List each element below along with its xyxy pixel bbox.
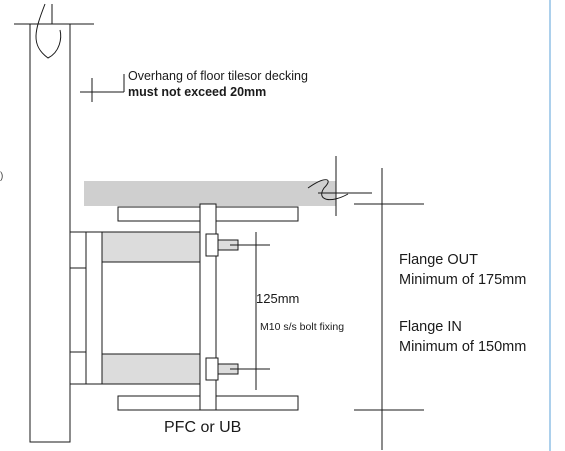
overhang-limit-note: must not exceed 20mm xyxy=(128,85,267,99)
post-break-mark xyxy=(35,3,62,59)
flange-in-minimum: Minimum of 150mm xyxy=(399,339,527,355)
packer-outer xyxy=(69,231,87,385)
lower-bolt-nut xyxy=(205,357,219,381)
bolt-spacing-label: 125mm xyxy=(256,291,300,306)
bolt-fixing-label: M10 s/s bolt fixing xyxy=(260,321,345,333)
upper-bolt-nut xyxy=(205,233,219,257)
lower-spacer-block xyxy=(101,353,201,385)
vertical-post xyxy=(29,23,71,443)
flange-out-title: Flange OUT xyxy=(399,252,478,268)
upper-spacer-block xyxy=(101,231,201,263)
top-flange-left xyxy=(117,206,201,222)
overhang-note: Overhang of floor tilesor decking xyxy=(128,69,308,83)
bottom-flange-right xyxy=(215,395,299,411)
flange-out-minimum: Minimum of 175mm xyxy=(399,272,527,288)
top-flange-right xyxy=(215,206,299,222)
section-label: PFC or UB xyxy=(164,419,242,436)
bottom-flange-left xyxy=(117,395,201,411)
flange-in-title: Flange IN xyxy=(399,319,462,335)
packer-inner xyxy=(85,231,103,385)
decking-break-mark xyxy=(307,179,349,201)
left-edge-mark: ) xyxy=(0,171,4,182)
floor-decking xyxy=(84,181,336,206)
